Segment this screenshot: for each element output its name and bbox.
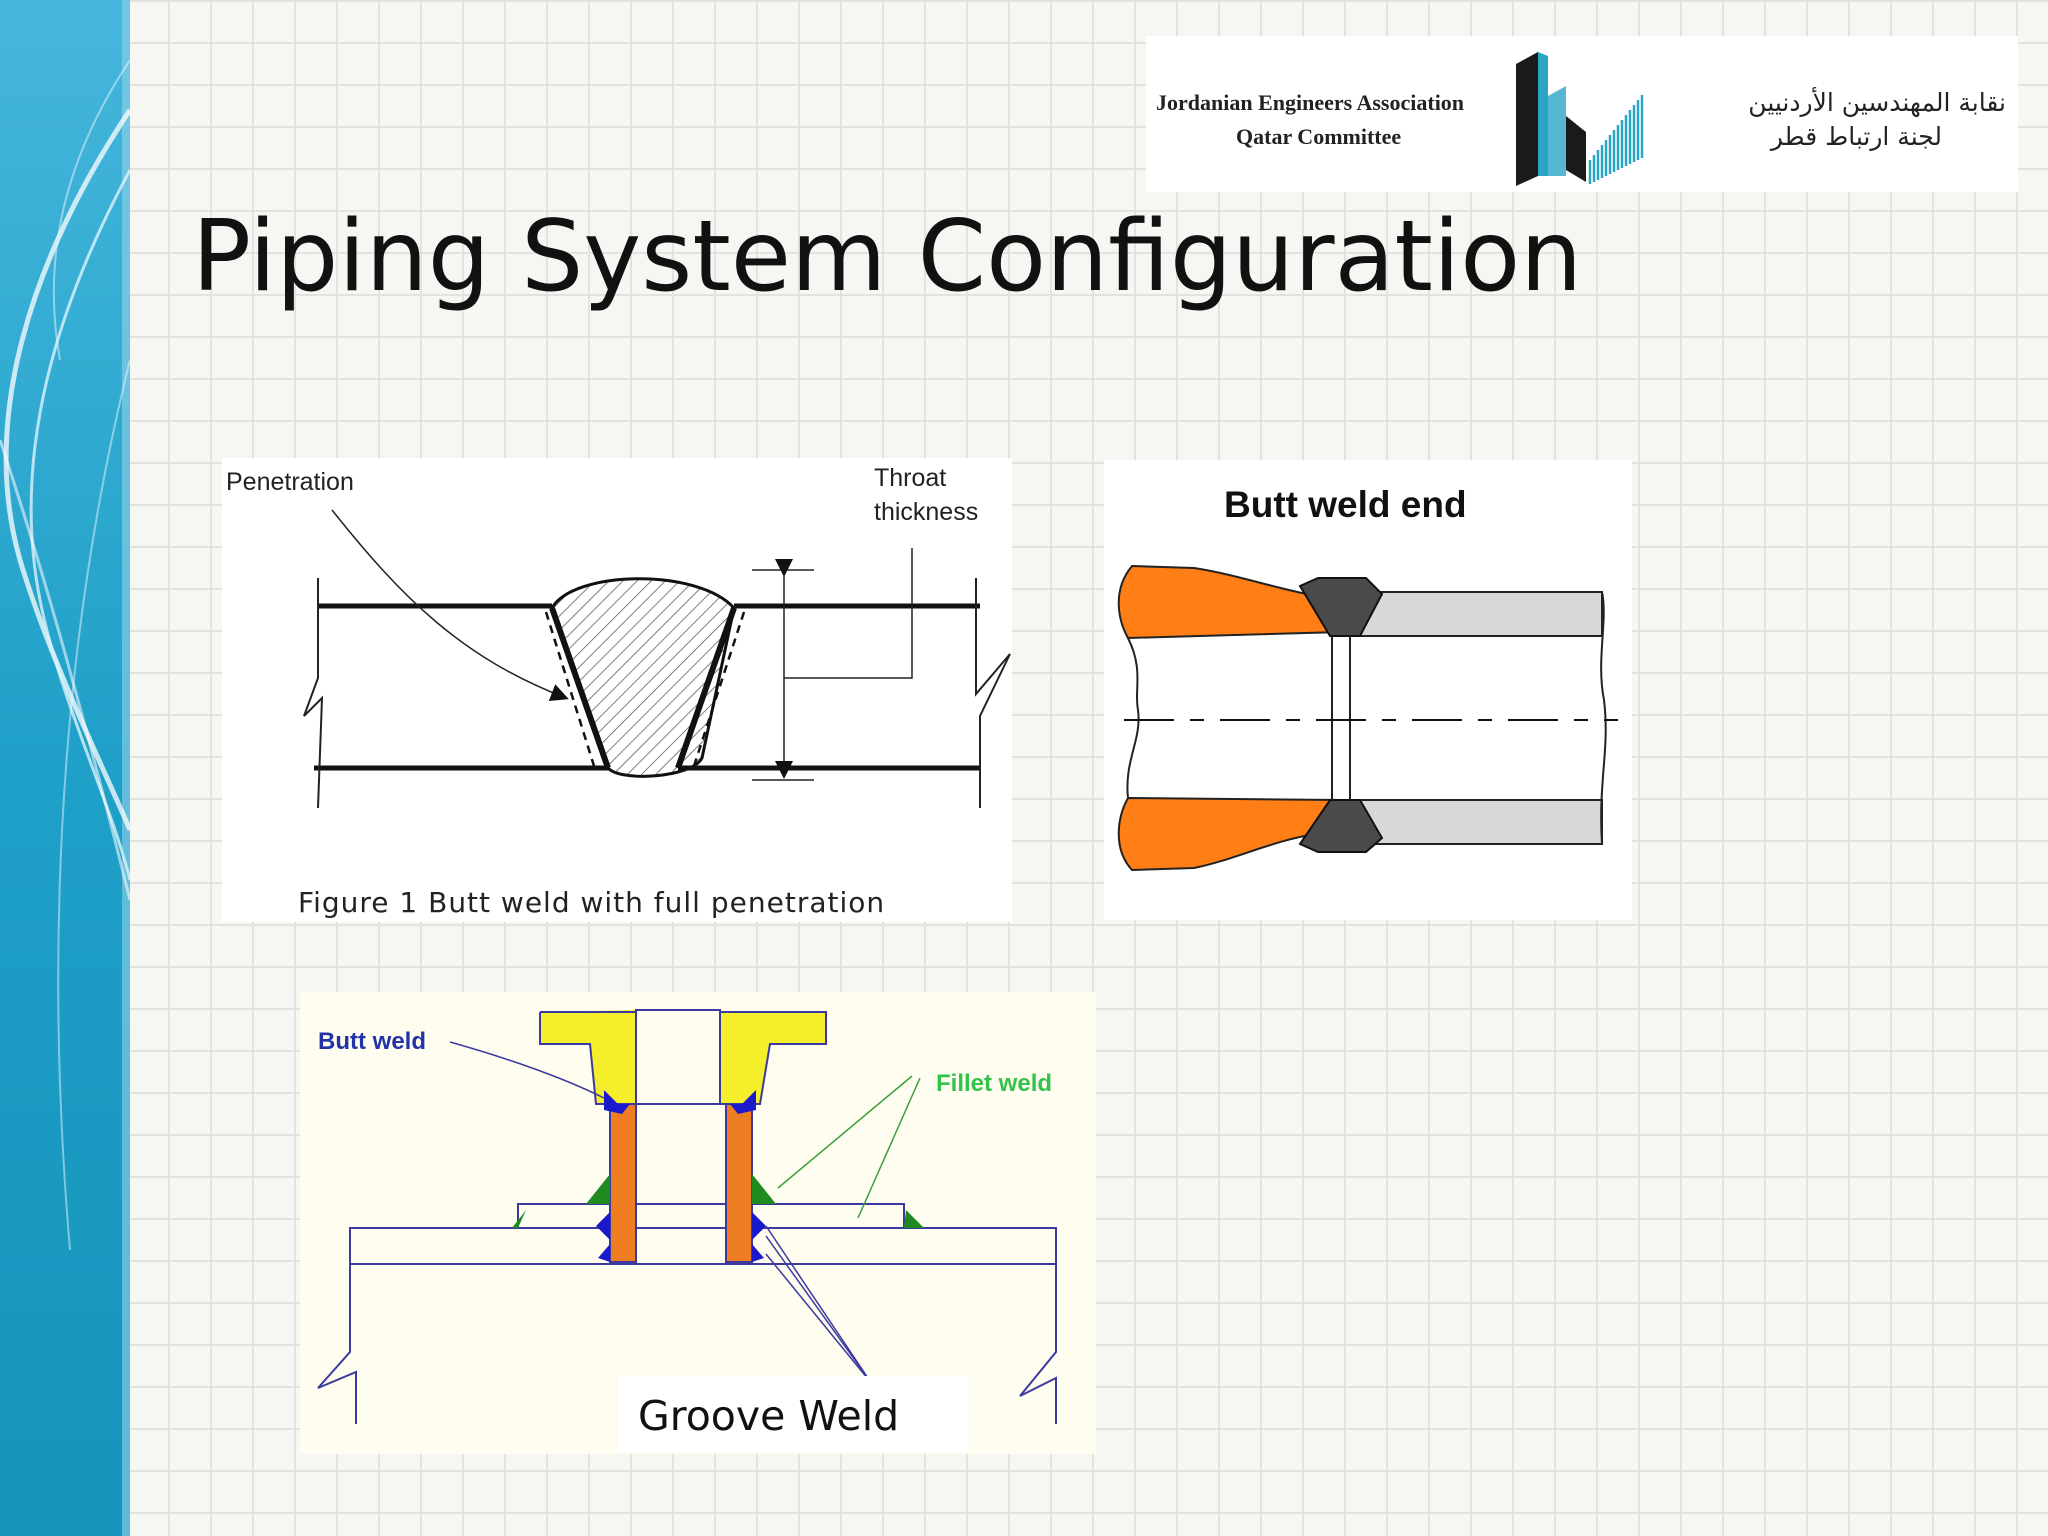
label-throat-line1: Throat [874,464,947,492]
logo-emblem [1516,52,1644,186]
figure1-caption: Figure 1 Butt weld with full penetration [298,886,886,919]
nozzle-weld-drawing [317,1009,1057,1424]
label-groove-weld: Groove Weld [638,1392,900,1440]
logo-name-ar-line2: لجنة ارتباط قطر [1770,122,1942,151]
logo-name-ar-line1: نقابة المهندسين الأردنيين [1748,88,2006,117]
butt-weld-section-drawing [303,509,1011,809]
figure-nozzle-weld-types: Butt weld Fillet weld Groove Weld [300,992,1096,1454]
label-fillet-weld: Fillet weld [936,1070,1053,1097]
butt-weld-end-drawing [1117,564,1618,872]
groove-weld-label-box: Groove Weld [618,1376,968,1452]
decorative-side-band [0,0,130,1536]
figure-butt-weld-full-penetration: Penetration Throat thickness Figure 1 Bu… [222,458,1012,922]
logo-name-en-line2: Qatar Committee [1236,124,1402,149]
slide-title: Piping System Configuration [192,200,1583,314]
label-throat-line2: thickness [874,498,979,526]
association-logo: Jordanian Engineers Association Qatar Co… [1146,36,2018,192]
figure2-title: Butt weld end [1224,484,1467,525]
figure-butt-weld-end: Butt weld end [1104,460,1632,920]
label-penetration: Penetration [226,468,354,496]
label-butt-weld: Butt weld [318,1028,426,1055]
logo-name-en-line1: Jordanian Engineers Association [1156,90,1465,115]
